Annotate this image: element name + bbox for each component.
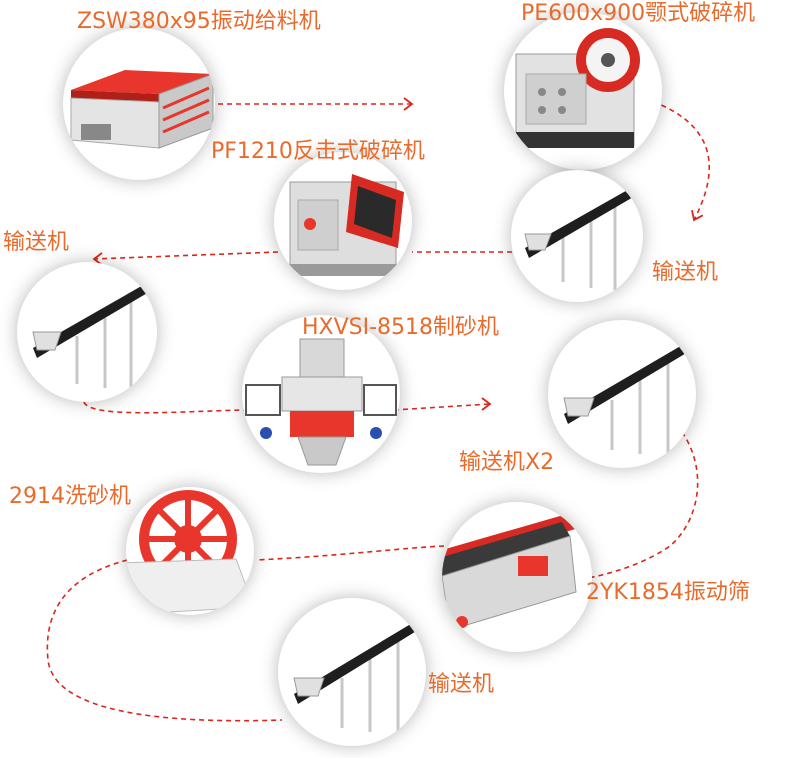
conveyor-node-4 (278, 598, 426, 746)
label-sand-washer: 2914洗砂机 (9, 484, 131, 509)
arrow-conv2-to-vsi (83, 401, 251, 414)
label-vibrating-screen: 2YK1854振动筛 (586, 580, 750, 605)
label-conveyor-1: 输送机 (652, 260, 719, 285)
conveyor-node-1 (511, 170, 643, 302)
sand-making-machine-node (242, 315, 400, 473)
vibrating-screen-icon (442, 516, 592, 631)
arrow-impact-to-conv2 (93, 251, 279, 260)
belt-conveyor-icon (563, 338, 688, 456)
conveyor-node-2 (17, 262, 157, 402)
conveyor-node-3 (548, 320, 696, 468)
impact-crusher-icon (289, 174, 404, 276)
arrow-washer-to-conv4 (46, 557, 283, 722)
arrow-screen-to-washer (255, 545, 445, 561)
impact-crusher-node (274, 152, 412, 290)
arrow-vsi-to-conv3-head (481, 397, 492, 411)
arrow-feeder-to-jaw-head (403, 97, 414, 111)
arrow-jaw-to-conv1-head (691, 210, 704, 222)
sand-washer-icon (126, 490, 254, 615)
sand-washer-node (126, 487, 254, 615)
label-sand-making-machine: HXVSI-8518制砂机 (302, 315, 500, 340)
arrow-vsi-to-conv3 (393, 403, 491, 411)
arrow-conv3-to-screen (587, 431, 699, 579)
jaw-crusher-icon (515, 28, 640, 148)
feeder-node (63, 28, 215, 180)
label-conveyor-4: 输送机 (428, 672, 495, 697)
belt-conveyor-icon (524, 188, 635, 290)
label-feeder: ZSW380x95振动给料机 (77, 9, 321, 34)
arrow-jaw-to-conv1 (635, 95, 711, 221)
sand-making-machine-icon (245, 338, 397, 466)
label-conveyor-2: 输送机 (3, 230, 70, 255)
vibrating-screen-node (442, 502, 592, 652)
label-impact-crusher: PF1210反击式破碎机 (211, 139, 425, 164)
label-conveyor-3: 输送机X2 (459, 450, 555, 475)
belt-conveyor-icon (293, 616, 418, 734)
jaw-crusher-node (504, 12, 662, 170)
belt-conveyor-icon (32, 278, 149, 390)
label-jaw-crusher: PE600x900颚式破碎机 (521, 1, 756, 26)
vibrating-feeder-icon (70, 70, 214, 149)
